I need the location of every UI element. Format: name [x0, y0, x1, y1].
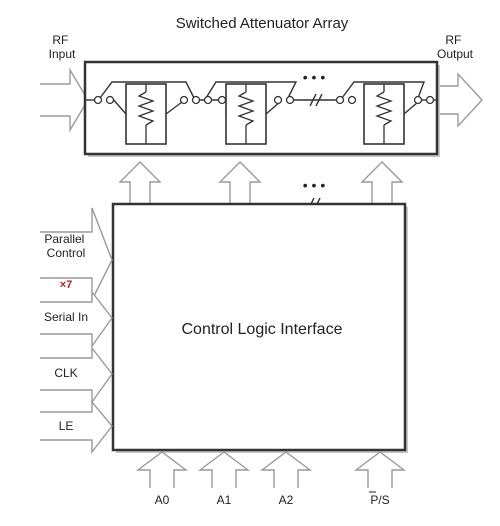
- control-bus-ellipsis: • • •: [303, 177, 326, 193]
- switch-contact: [217, 95, 227, 105]
- le-label: LE: [59, 419, 74, 433]
- switch-contact: [191, 95, 201, 105]
- control-bus-arrows: [118, 161, 404, 204]
- rf-output-label: RF Output: [437, 33, 474, 61]
- parallel-control-arrow: [40, 207, 113, 301]
- rf-output-label-line1: RF: [445, 33, 461, 47]
- serial-in-label: Serial In: [44, 310, 88, 324]
- rf-output-label-line2: Output: [437, 47, 474, 61]
- left-input-arrows: [40, 207, 113, 455]
- attenuator-cell-2: [225, 83, 267, 145]
- a1-label: A1: [217, 493, 232, 507]
- ps-arrow: [353, 451, 407, 488]
- switch-contact: [273, 95, 283, 105]
- switch-contact: [425, 95, 435, 105]
- array-ellipsis: • • •: [303, 69, 326, 85]
- a2-label: A2: [279, 493, 294, 507]
- a2-arrow: [259, 451, 313, 488]
- rf-input-label-line1: RF: [52, 33, 68, 47]
- ps-label: P/S: [370, 493, 389, 507]
- switch-contacts: [93, 95, 435, 105]
- switch-contact: [335, 95, 345, 105]
- serial-in-arrow: [40, 289, 113, 349]
- control-arrow-3: [360, 161, 404, 204]
- rf-input-arrow: [40, 67, 89, 133]
- parallel-control-label: Parallel Control: [44, 232, 87, 260]
- switch-contact: [179, 95, 189, 105]
- parallel-width-label: ×7: [60, 279, 73, 291]
- control-logic-block: [111, 202, 407, 452]
- attenuator-cell-1: [125, 83, 167, 145]
- switch-contact: [93, 95, 103, 105]
- rf-input-label-line2: Input: [49, 47, 76, 61]
- rf-input-label: RF Input: [49, 33, 76, 61]
- control-arrow-1: [118, 161, 162, 204]
- switch-contact: [203, 95, 213, 105]
- switch-contact: [347, 95, 357, 105]
- switch-contact: [285, 95, 295, 105]
- clk-label: CLK: [54, 366, 77, 380]
- parallel-label-line1: Parallel: [44, 232, 84, 246]
- diagram-title: Switched Attenuator Array: [176, 15, 349, 32]
- path-break-mark: [309, 93, 323, 107]
- le-arrow: [40, 400, 113, 455]
- rf-output-arrow: [437, 72, 483, 128]
- a0-label: A0: [155, 493, 170, 507]
- clk-arrow: [40, 345, 113, 405]
- switch-contact: [105, 95, 115, 105]
- a1-arrow: [197, 451, 251, 488]
- attenuator-cell-3: [363, 83, 405, 145]
- control-logic-label: Control Logic Interface: [182, 321, 343, 338]
- control-arrow-2: [218, 161, 262, 204]
- parallel-label-line2: Control: [47, 246, 86, 260]
- bottom-input-arrows: [135, 451, 407, 488]
- switch-contact: [413, 95, 423, 105]
- a0-arrow: [135, 451, 189, 488]
